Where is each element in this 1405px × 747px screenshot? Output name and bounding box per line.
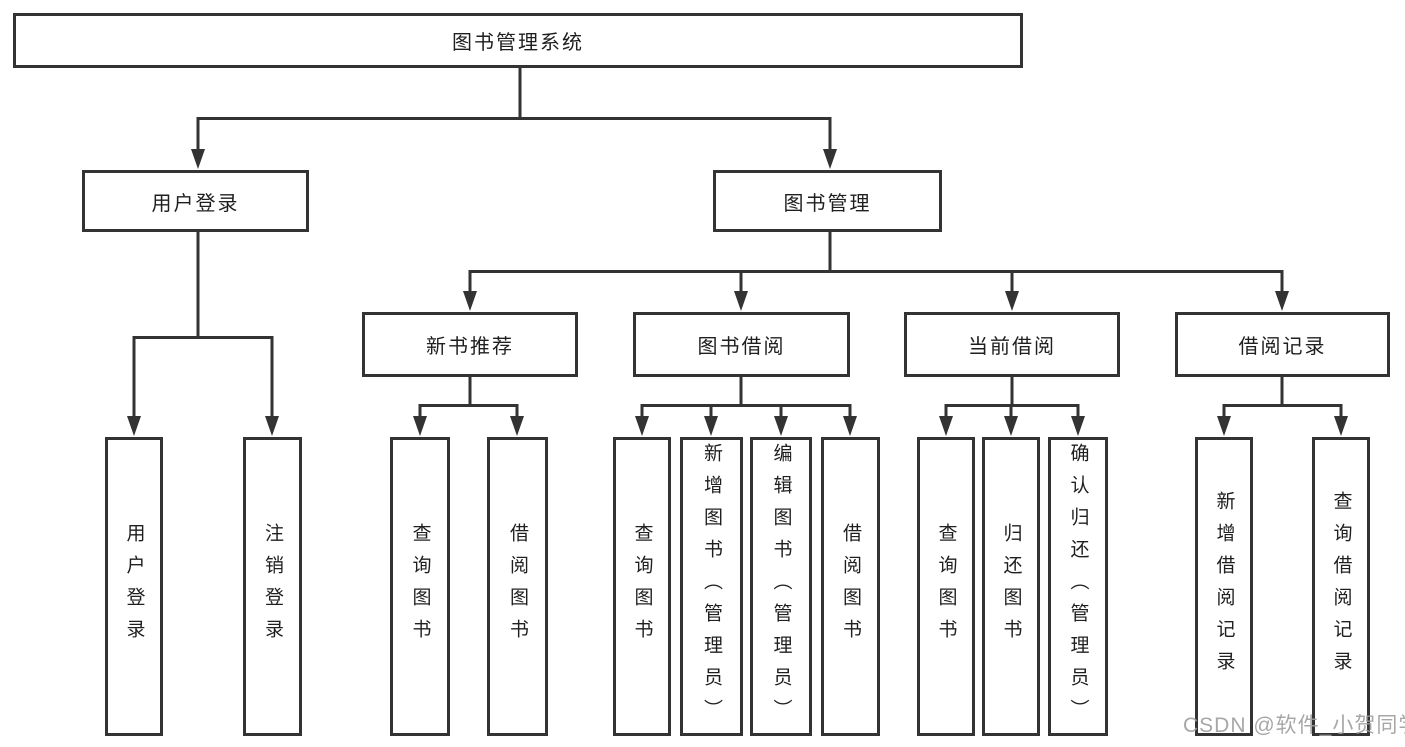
node-leaf-query-borrow-record-label: 查询借阅记录: [1330, 490, 1352, 683]
arrowhead-icon: [463, 291, 477, 311]
node-leaf-query-books-2: 查询图书: [613, 437, 671, 736]
node-leaf-edit-books-admin-label: 编辑图书（管理员）: [770, 442, 792, 731]
node-user-login: 用户登录: [82, 170, 309, 232]
arrowhead-icon: [1217, 416, 1231, 436]
arrowhead-icon: [265, 416, 279, 436]
node-leaf-add-books-admin-label: 新增图书（管理员）: [701, 442, 722, 731]
connector-root-to-level2: [191, 68, 837, 169]
arrowhead-icon: [774, 416, 788, 436]
node-leaf-logout-label: 注销登录: [262, 522, 283, 651]
node-leaf-borrow-books-2-label: 借阅图书: [840, 522, 861, 651]
node-leaf-return-books-label: 归还图书: [1000, 522, 1022, 651]
node-leaf-borrow-books-2: 借阅图书: [821, 437, 880, 736]
node-leaf-add-borrow-record-label: 新增借阅记录: [1213, 490, 1235, 683]
arrowhead-icon: [1334, 416, 1348, 436]
node-borrowing-records-label: 借阅记录: [1238, 336, 1327, 358]
node-leaf-confirm-return-admin-label: 确认归还（管理员）: [1067, 442, 1089, 731]
connector-bookmgmt-to-level3: [463, 232, 1289, 311]
node-current-borrowing-label: 当前借阅: [968, 336, 1056, 358]
arrowhead-icon: [823, 149, 837, 169]
node-borrowing-records: 借阅记录: [1175, 312, 1390, 377]
node-leaf-user-login-label: 用户登录: [123, 522, 145, 651]
arrowhead-icon: [1004, 416, 1018, 436]
node-leaf-confirm-return-admin: 确认归还（管理员）: [1048, 437, 1108, 736]
arrowhead-icon: [843, 416, 857, 436]
connector-userlogin-to-leaves: [127, 232, 279, 436]
node-book-borrowing: 图书借阅: [633, 312, 850, 377]
arrowhead-icon: [635, 416, 649, 436]
node-new-book-recommendation-label: 新书推荐: [426, 336, 514, 358]
arrowhead-icon: [510, 416, 524, 436]
node-leaf-query-books-3: 查询图书: [917, 437, 975, 736]
node-new-book-recommendation: 新书推荐: [362, 312, 578, 377]
node-leaf-edit-books-admin: 编辑图书（管理员）: [750, 437, 812, 736]
arrowhead-icon: [127, 416, 141, 436]
node-leaf-query-books-3-label: 查询图书: [935, 522, 957, 651]
node-book-borrowing-label: 图书借阅: [697, 336, 786, 358]
arrowhead-icon: [413, 416, 427, 436]
arrowhead-icon: [1275, 291, 1289, 311]
node-leaf-borrow-books-1: 借阅图书: [487, 437, 548, 736]
arrowhead-icon: [704, 416, 718, 436]
node-book-management-label: 图书管理: [783, 192, 872, 215]
arrowhead-icon: [1071, 416, 1085, 436]
node-library-management-system-label: 图书管理系统: [452, 32, 584, 54]
node-leaf-borrow-books-1-label: 借阅图书: [507, 522, 528, 651]
node-leaf-query-books-2-label: 查询图书: [631, 522, 653, 651]
node-leaf-logout: 注销登录: [243, 437, 302, 736]
node-leaf-return-books: 归还图书: [982, 437, 1040, 736]
arrowhead-icon: [734, 291, 748, 311]
arrowhead-icon: [191, 149, 205, 169]
node-leaf-query-borrow-record: 查询借阅记录: [1312, 437, 1370, 736]
node-leaf-add-borrow-record: 新增借阅记录: [1195, 437, 1253, 736]
node-leaf-query-books-1: 查询图书: [390, 437, 450, 736]
node-leaf-add-books-admin: 新增图书（管理员）: [680, 437, 743, 736]
node-leaf-query-books-1-label: 查询图书: [409, 522, 431, 651]
arrowhead-icon: [1005, 291, 1019, 311]
node-current-borrowing: 当前借阅: [904, 312, 1120, 377]
connector-level3-to-leaves: [413, 377, 1348, 436]
node-leaf-user-login: 用户登录: [105, 437, 163, 736]
node-book-management: 图书管理: [713, 170, 942, 232]
csdn-watermark: CSDN @软件_小贺同学: [1183, 714, 1405, 737]
node-library-management-system: 图书管理系统: [13, 13, 1023, 68]
arrowhead-icon: [939, 416, 953, 436]
node-user-login-label: 用户登录: [151, 192, 240, 215]
